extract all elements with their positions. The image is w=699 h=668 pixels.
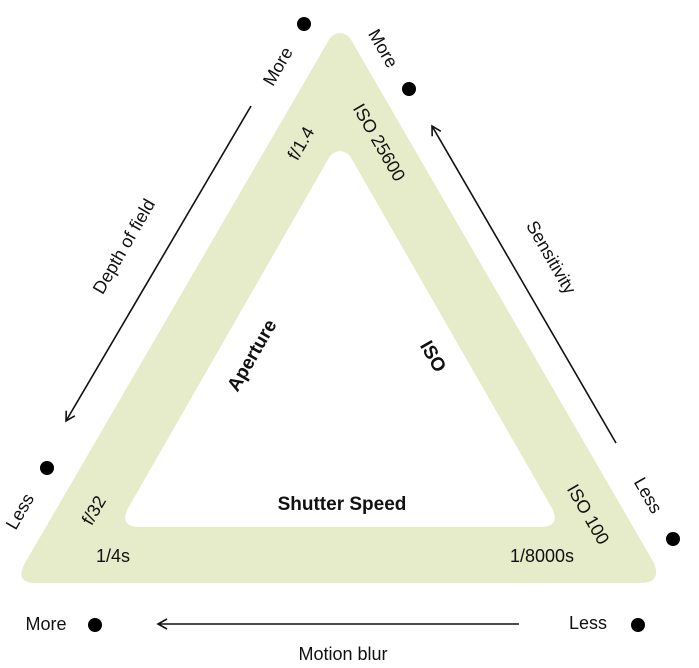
shutter-right-value: 1/8000s: [510, 546, 574, 566]
sensitivity-arrow: [431, 124, 617, 444]
sun-icon: [394, 74, 424, 104]
motion-more-label: More: [25, 614, 66, 634]
sun-icon: [623, 610, 653, 640]
shutter-speed-side-label: Shutter Speed: [278, 494, 407, 515]
aperture-side-label: Aperture: [224, 316, 282, 395]
exposure-triangle-band: [21, 33, 657, 583]
motion-blur-label: Motion blur: [298, 644, 387, 664]
sun-icon: [80, 610, 110, 640]
shutter-left-value: 1/4s: [96, 546, 130, 566]
sensitivity-less-label: Less: [630, 474, 666, 517]
sun-icon: [658, 524, 688, 554]
depth-of-field-arrow: [65, 105, 252, 423]
sun-icon: [32, 453, 62, 483]
sensitivity-more-label: More: [364, 26, 402, 72]
depth-more-label: More: [259, 44, 297, 90]
iso-side-label: ISO: [415, 337, 450, 376]
depth-less-label: Less: [2, 490, 38, 533]
motion-less-label: Less: [569, 613, 607, 633]
sun-icon: [289, 9, 319, 39]
sensitivity-label: Sensitivity: [522, 217, 580, 297]
